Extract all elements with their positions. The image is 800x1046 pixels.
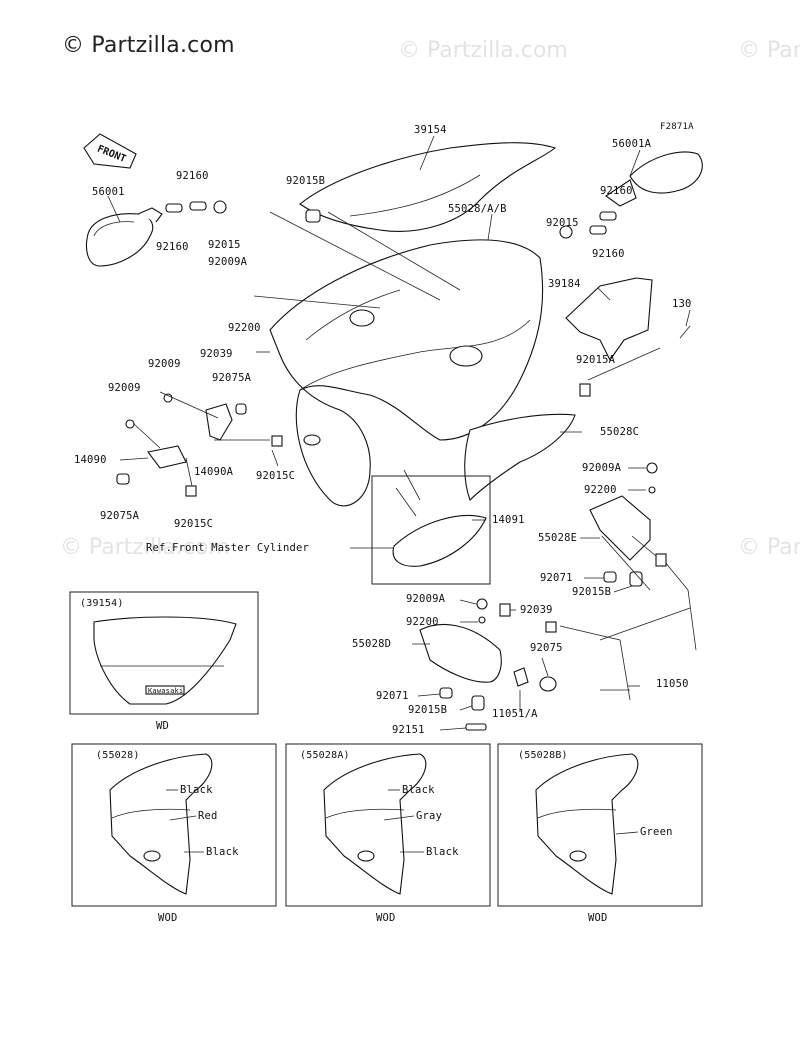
label-92071[interactable]: 92071 — [376, 690, 409, 702]
label-92039[interactable]: 92039 — [520, 604, 553, 616]
label-92160[interactable]: 92160 — [176, 170, 209, 182]
label-14090a[interactable]: 14090A — [194, 466, 234, 478]
mirror-left — [85, 207, 163, 267]
label-92009a[interactable]: 92009A — [582, 462, 622, 474]
inset-code-55028: (55028) — [96, 750, 140, 761]
label-92071[interactable]: 92071 — [540, 572, 573, 584]
inset-color-label: Black — [426, 846, 459, 858]
label-14090[interactable]: 14090 — [74, 454, 107, 466]
plate-92160 — [165, 203, 183, 213]
inset-color-label: Gray — [416, 810, 443, 822]
label-92200[interactable]: 92200 — [406, 616, 439, 628]
inner-panel-55028c — [464, 413, 576, 501]
ref-note: Ref.Front Master Cylinder — [146, 542, 310, 554]
label-92015b[interactable]: 92015B — [572, 586, 612, 598]
label-92015[interactable]: 92015 — [546, 217, 579, 229]
inset-code-55028b: (55028B) — [518, 750, 568, 761]
inset-color-label: Green — [640, 826, 673, 838]
inset-windshield-box — [69, 591, 259, 715]
label-92015c[interactable]: 92015C — [174, 518, 214, 530]
label-92009a[interactable]: 92009A — [208, 256, 248, 268]
watermark-faint: © Partzilla.com — [738, 535, 800, 560]
label-92039[interactable]: 92039 — [200, 348, 233, 360]
label-92151[interactable]: 92151 — [392, 724, 425, 736]
label-92075a[interactable]: 92075A — [212, 372, 252, 384]
label-39154[interactable]: 39154 — [414, 124, 447, 136]
label-56001a[interactable]: 56001A — [612, 138, 652, 150]
label-55028-a-b[interactable]: 55028/A/B — [448, 203, 507, 215]
bracket-39184 — [565, 277, 653, 362]
inset-caption: WOD — [376, 912, 396, 924]
inset-windshield-caption: WD — [156, 720, 170, 732]
inset-box-55028b — [497, 743, 703, 907]
inset-windshield-part — [93, 616, 237, 705]
label-92009a[interactable]: 92009A — [406, 593, 446, 605]
bracket-14090 — [147, 445, 187, 469]
inset-code-55028a: (55028A) — [300, 750, 350, 761]
label-92200[interactable]: 92200 — [584, 484, 617, 496]
watermark-faint: © Partzilla.com — [738, 38, 800, 63]
label-130[interactable]: 130 — [672, 298, 692, 310]
panel-55028e — [589, 495, 651, 561]
label-92075a[interactable]: 92075A — [100, 510, 140, 522]
label-92015c[interactable]: 92015C — [256, 470, 296, 482]
label-92200[interactable]: 92200 — [228, 322, 261, 334]
plate-92160 — [189, 201, 207, 211]
inset-color-label: Black — [206, 846, 239, 858]
inset-color-label: Red — [198, 810, 218, 822]
label-92075[interactable]: 92075 — [530, 642, 563, 654]
inset-caption: WOD — [588, 912, 608, 924]
panel-55028d — [419, 624, 502, 683]
label-11050[interactable]: 11050 — [656, 678, 689, 690]
inset-fairing-55028a — [323, 753, 427, 895]
label-92160[interactable]: 92160 — [592, 248, 625, 260]
label-92015[interactable]: 92015 — [208, 239, 241, 251]
inset-color-label: Black — [180, 784, 213, 796]
inset-windshield-brand: Kawasaki — [148, 687, 184, 695]
master-cylinder-cover-14091 — [392, 515, 487, 567]
label-14091[interactable]: 14091 — [492, 514, 525, 526]
inset-caption: WOD — [158, 912, 178, 924]
label-39184[interactable]: 39184 — [548, 278, 581, 290]
label-56001[interactable]: 56001 — [92, 186, 125, 198]
label-55028c[interactable]: 55028C — [600, 426, 640, 438]
label-11051-a[interactable]: 11051/A — [492, 708, 538, 720]
windshield-part — [299, 142, 557, 232]
inset-fairing-55028 — [109, 753, 213, 895]
label-55028e[interactable]: 55028E — [538, 532, 578, 544]
label-92015a[interactable]: 92015A — [576, 354, 616, 366]
inset-windshield-code: (39154) — [80, 598, 124, 609]
label-92009[interactable]: 92009 — [108, 382, 141, 394]
upper-fairing-part — [269, 239, 544, 507]
label-55028d[interactable]: 55028D — [352, 638, 392, 650]
watermark-faint: © Partzilla.com — [398, 38, 568, 63]
grommet-92015 — [213, 200, 227, 214]
front-arrow-icon: FRONT — [83, 133, 137, 169]
watermark-main: © Partzilla.com — [62, 33, 235, 58]
label-92160[interactable]: 92160 — [600, 185, 633, 197]
bolt-92015b — [305, 209, 321, 223]
watermark-faint: © Partzilla.com — [60, 535, 230, 560]
inset-box-55028a — [285, 743, 491, 907]
label-92015b[interactable]: 92015B — [408, 704, 448, 716]
inset-color-label: Black — [402, 784, 435, 796]
inset-fairing-55028b — [535, 753, 639, 895]
figure-code: F2871A — [660, 122, 694, 132]
label-92160[interactable]: 92160 — [156, 241, 189, 253]
label-92009[interactable]: 92009 — [148, 358, 181, 370]
leader-lines — [107, 135, 691, 731]
inset-box-55028 — [71, 743, 277, 907]
label-92015b[interactable]: 92015B — [286, 175, 326, 187]
mirror-right — [605, 151, 703, 207]
